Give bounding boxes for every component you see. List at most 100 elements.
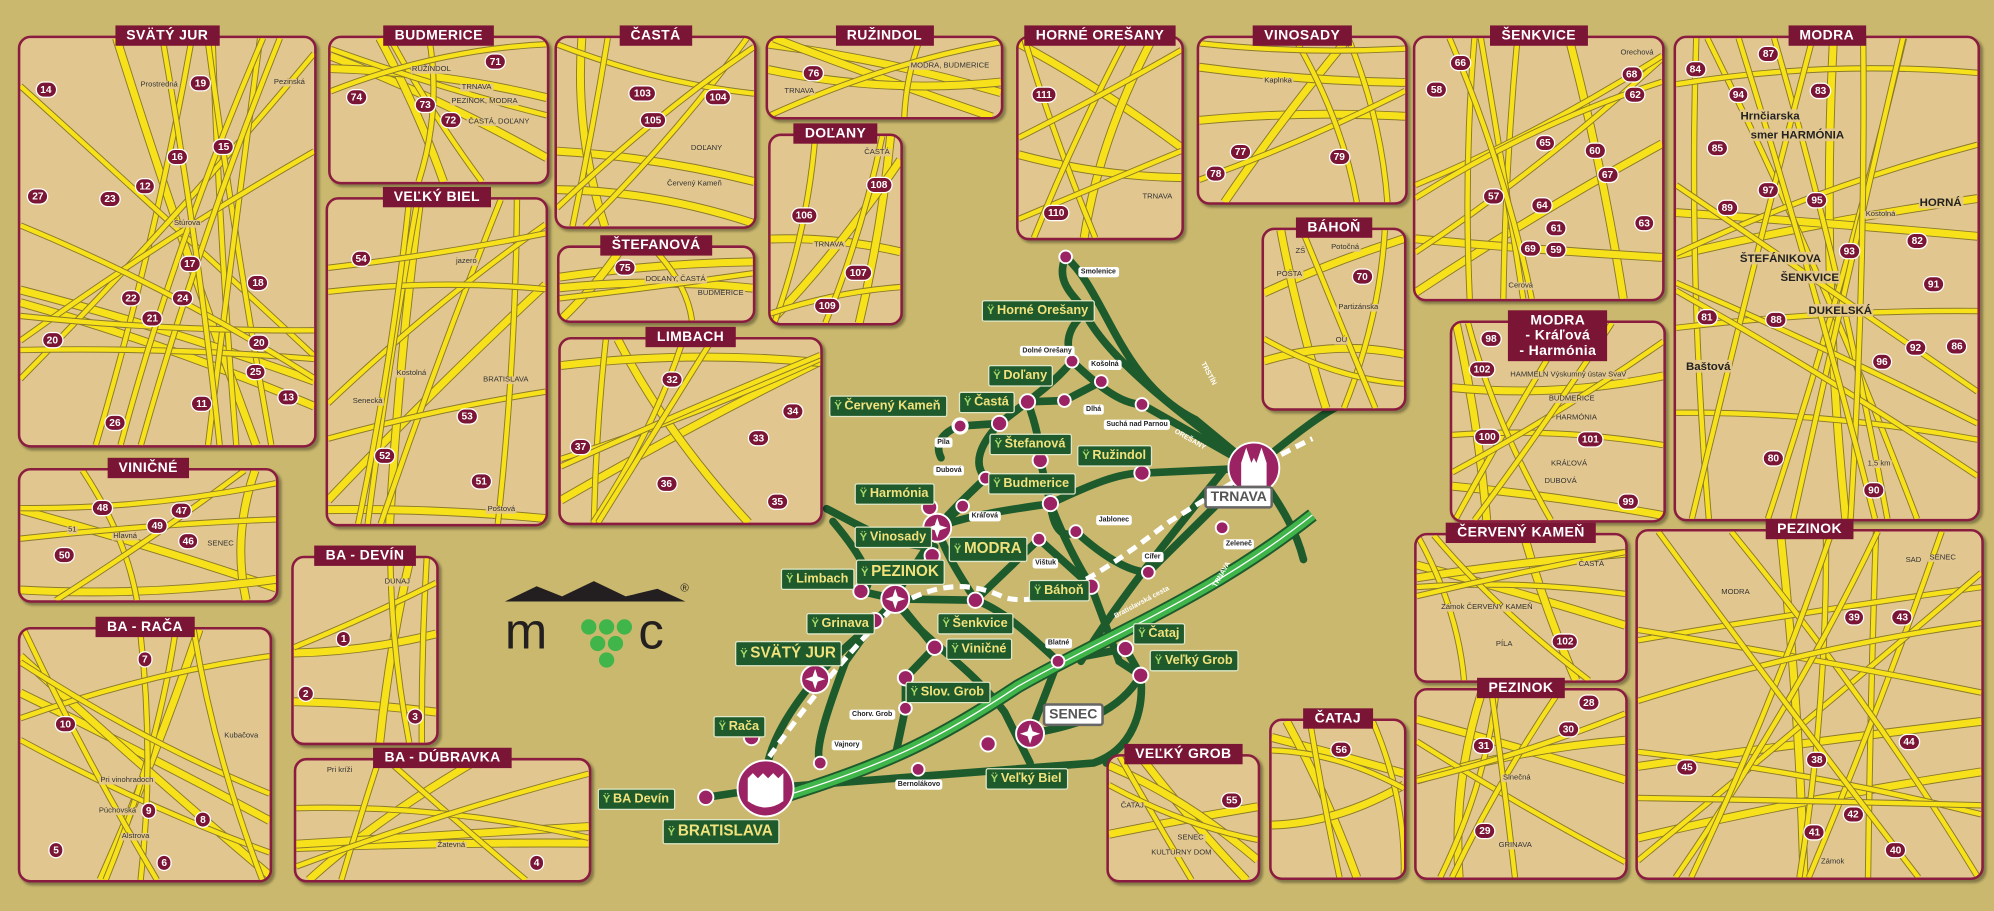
place-marker-44[interactable]: 44	[1898, 733, 1920, 751]
place-marker-75[interactable]: 75	[614, 259, 636, 276]
place-marker-29[interactable]: 29	[1474, 822, 1496, 840]
place-marker-63[interactable]: 63	[1633, 215, 1655, 232]
place-marker-13[interactable]: 13	[277, 389, 300, 406]
place-marker-90[interactable]: 90	[1863, 481, 1885, 498]
place-marker-68[interactable]: 68	[1620, 65, 1643, 83]
place-marker-35[interactable]: 35	[766, 493, 789, 511]
place-marker-88[interactable]: 88	[1765, 311, 1787, 329]
place-marker-39[interactable]: 39	[1843, 609, 1865, 626]
village-node[interactable]	[1141, 564, 1156, 580]
winery-node[interactable]	[926, 638, 944, 656]
place-marker-105[interactable]: 105	[639, 112, 667, 130]
place-marker-11[interactable]: 11	[191, 395, 213, 412]
winery-node[interactable]	[1133, 464, 1151, 482]
winery-node[interactable]	[1018, 393, 1037, 411]
place-marker-24[interactable]: 24	[171, 290, 194, 307]
place-marker-89[interactable]: 89	[1716, 199, 1739, 216]
place-marker-48[interactable]: 48	[91, 499, 114, 517]
place-marker-15[interactable]: 15	[212, 138, 235, 155]
place-marker-26[interactable]: 26	[104, 414, 126, 432]
place-marker-64[interactable]: 64	[1531, 196, 1553, 214]
place-marker-42[interactable]: 42	[1842, 806, 1864, 824]
place-marker-5[interactable]: 5	[48, 841, 65, 859]
place-marker-51[interactable]: 51	[470, 472, 493, 490]
place-marker-23[interactable]: 23	[99, 190, 121, 208]
place-marker-28[interactable]: 28	[1578, 694, 1600, 712]
place-marker-83[interactable]: 83	[1809, 82, 1832, 99]
place-marker-45[interactable]: 45	[1676, 759, 1698, 777]
city-label[interactable]: TRNAVA	[1204, 485, 1274, 509]
village-node[interactable]	[1068, 524, 1084, 539]
place-marker-3[interactable]: 3	[407, 708, 423, 725]
winery-node[interactable]	[1041, 495, 1059, 513]
winery-node[interactable]	[697, 788, 715, 806]
place-marker-84[interactable]: 84	[1684, 61, 1707, 78]
place-marker-52[interactable]: 52	[374, 448, 396, 465]
place-marker-80[interactable]: 80	[1762, 450, 1785, 467]
place-marker-49[interactable]: 49	[146, 517, 169, 535]
place-marker-61[interactable]: 61	[1545, 219, 1568, 237]
place-marker-36[interactable]: 36	[655, 475, 678, 493]
city-label[interactable]: SENEC	[1042, 703, 1104, 727]
place-marker-81[interactable]: 81	[1696, 309, 1718, 326]
place-marker-98[interactable]: 98	[1480, 330, 1502, 347]
winery-node[interactable]	[990, 414, 1009, 433]
place-marker-101[interactable]: 101	[1576, 431, 1604, 448]
place-marker-25[interactable]: 25	[244, 363, 267, 381]
place-marker-2[interactable]: 2	[297, 685, 314, 702]
place-marker-58[interactable]: 58	[1425, 80, 1448, 98]
place-marker-1[interactable]: 1	[335, 630, 352, 648]
place-marker-40[interactable]: 40	[1884, 841, 1907, 859]
winery-node[interactable]	[1132, 666, 1150, 684]
place-marker-99[interactable]: 99	[1617, 493, 1640, 511]
place-marker-6[interactable]: 6	[156, 854, 173, 871]
place-marker-78[interactable]: 78	[1205, 165, 1227, 183]
place-marker-38[interactable]: 38	[1806, 751, 1828, 768]
winery-node[interactable]	[852, 582, 870, 600]
place-marker-96[interactable]: 96	[1871, 353, 1893, 371]
village-node[interactable]	[1134, 397, 1150, 412]
place-marker-108[interactable]: 108	[865, 176, 893, 194]
place-marker-18[interactable]: 18	[247, 274, 269, 291]
village-node[interactable]	[1214, 520, 1230, 536]
place-marker-72[interactable]: 72	[439, 112, 462, 129]
village-node[interactable]	[1031, 531, 1047, 547]
place-marker-47[interactable]: 47	[170, 502, 193, 520]
winery-node[interactable]	[966, 591, 984, 609]
place-marker-79[interactable]: 79	[1328, 148, 1350, 166]
place-marker-86[interactable]: 86	[1946, 338, 1968, 356]
place-marker-109[interactable]: 109	[813, 297, 841, 314]
place-marker-37[interactable]: 37	[569, 438, 592, 456]
village-node[interactable]	[1093, 374, 1109, 389]
village-node[interactable]	[812, 755, 828, 771]
place-marker-77[interactable]: 77	[1229, 143, 1252, 161]
place-marker-103[interactable]: 103	[628, 85, 656, 102]
place-marker-43[interactable]: 43	[1891, 609, 1914, 627]
place-marker-102[interactable]: 102	[1551, 633, 1579, 650]
place-marker-34[interactable]: 34	[781, 403, 804, 420]
